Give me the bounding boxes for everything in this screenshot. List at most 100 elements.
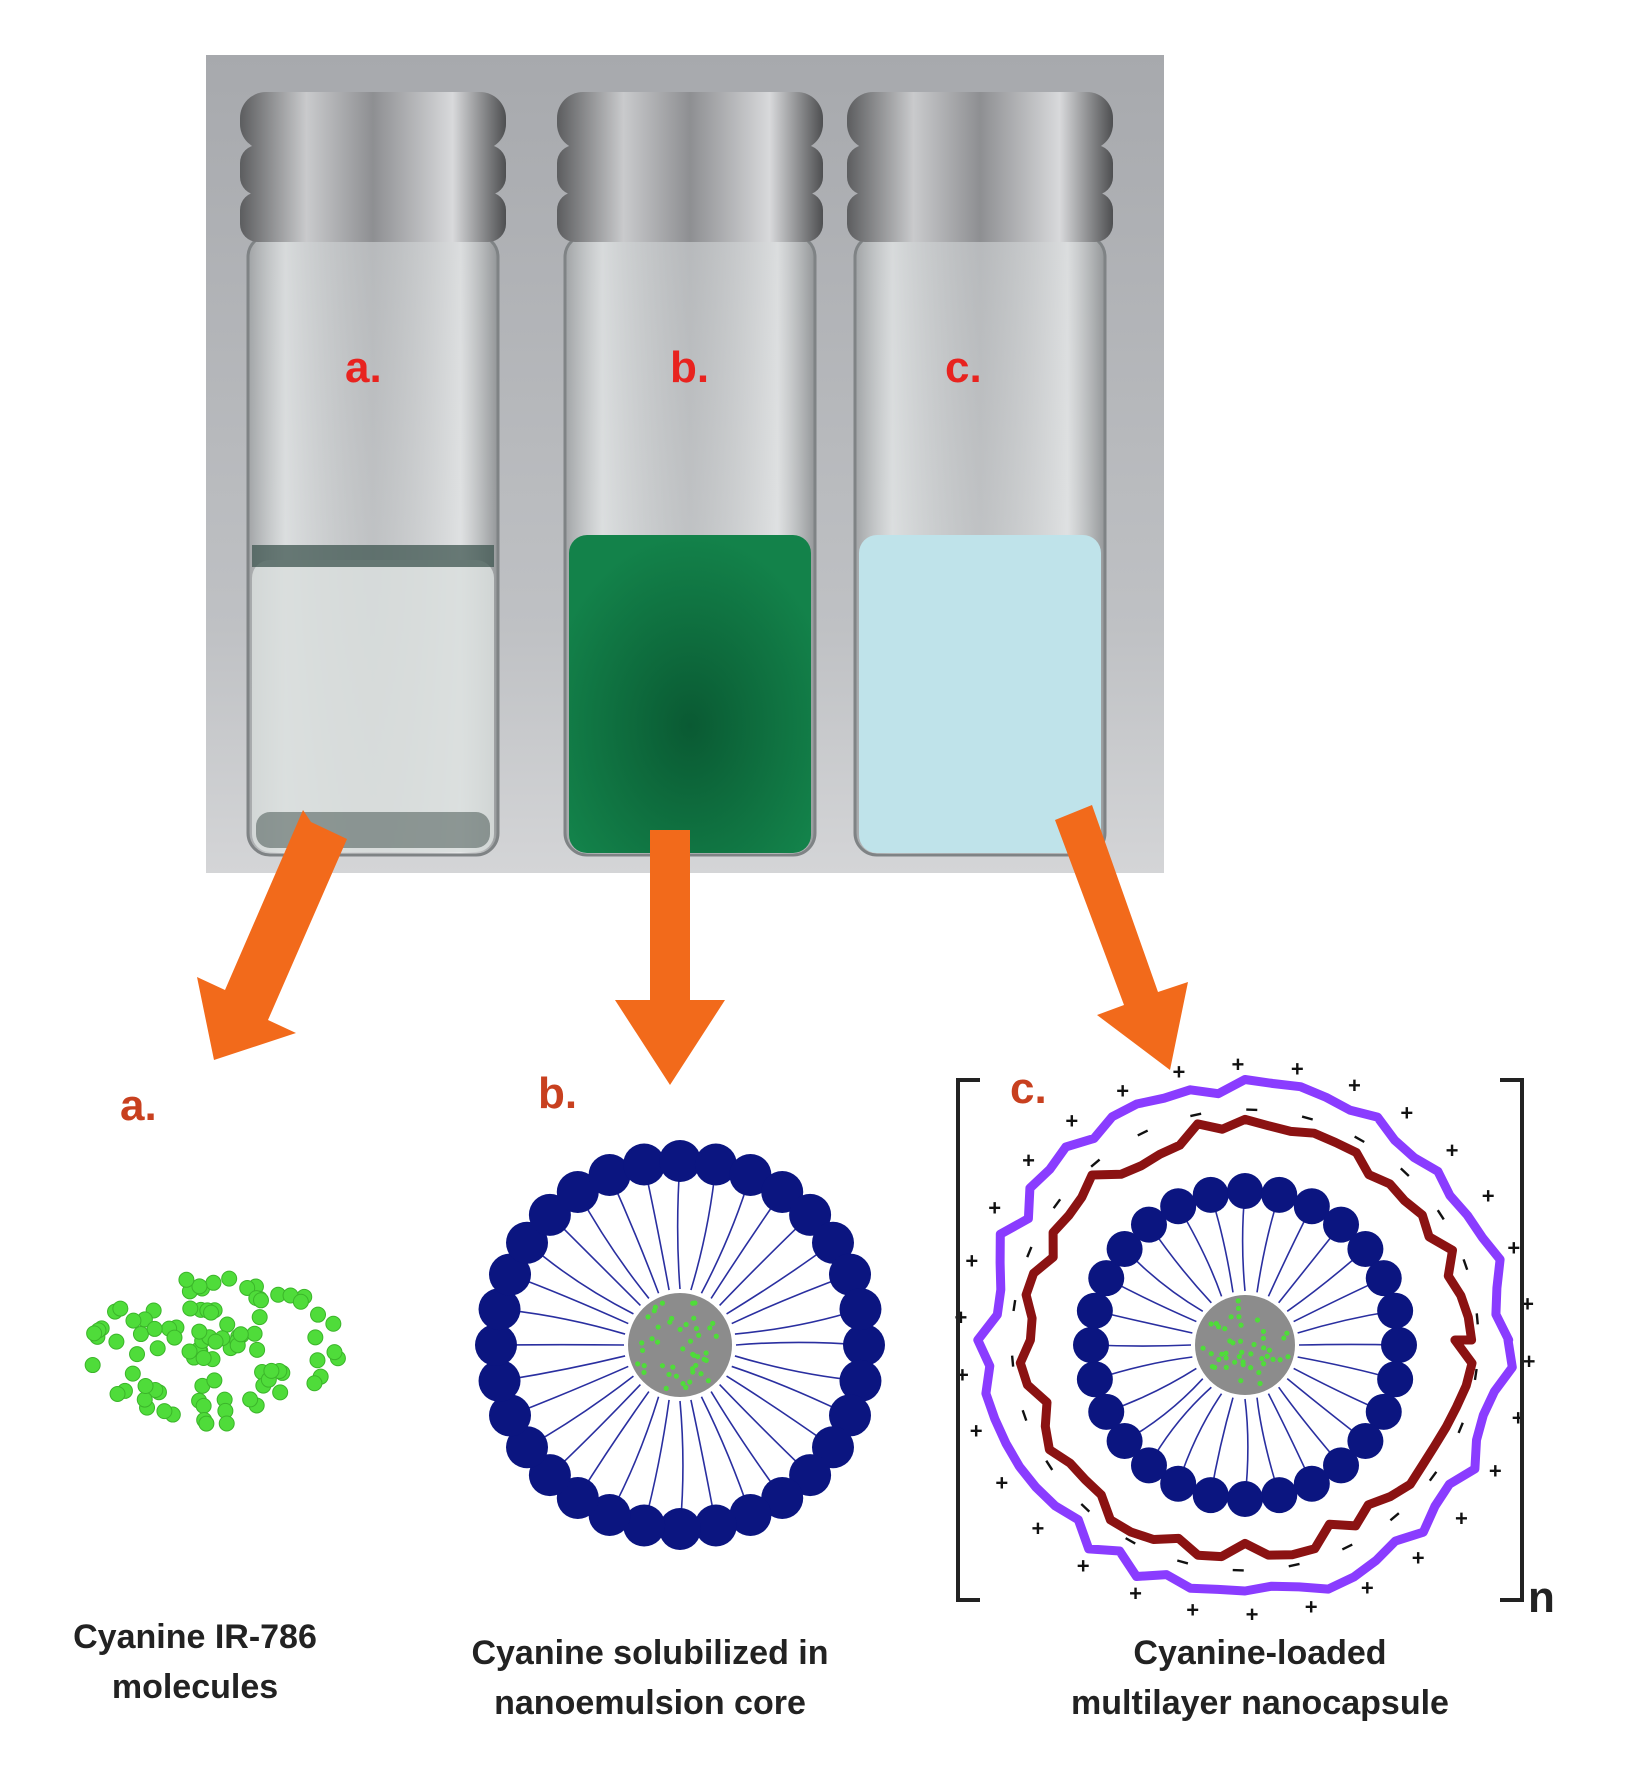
core-cyanine-molecule: [698, 1371, 704, 1377]
positive-charge: +: [1232, 1052, 1245, 1077]
negative-charge: −: [1427, 1202, 1455, 1226]
positive-charge: +: [1065, 1109, 1078, 1134]
positive-charge: +: [970, 1418, 983, 1443]
core-cyanine-molecule: [659, 1300, 666, 1306]
surfactant-head: [1377, 1361, 1414, 1398]
core-cyanine-molecule: [1235, 1298, 1241, 1304]
surfactant-head: [659, 1508, 701, 1550]
surfactant-head: [588, 1154, 631, 1197]
core-cyanine-molecule: [1200, 1345, 1206, 1351]
core-cyanine-molecule: [673, 1373, 679, 1379]
cyanine-molecule: [203, 1304, 220, 1321]
oil-core: [1195, 1295, 1295, 1395]
surfactant-head: [506, 1221, 549, 1264]
core-cyanine-molecule: [1223, 1350, 1229, 1356]
core-cyanine-molecule: [1228, 1314, 1234, 1320]
core-cyanine-molecule: [703, 1357, 709, 1363]
surfactant-head: [1088, 1260, 1125, 1297]
negative-charge: −: [1187, 1101, 1205, 1128]
surfactant-head: [1261, 1477, 1298, 1514]
cyanine-molecule: [178, 1271, 195, 1288]
cyanine-molecule: [181, 1343, 198, 1360]
surfactant-head: [1323, 1447, 1360, 1484]
cyanine-molecule: [86, 1325, 103, 1342]
negative-charge: −: [1298, 1104, 1317, 1132]
cyanine-molecule: [306, 1375, 323, 1392]
cyanine-molecule: [207, 1333, 224, 1350]
surfactant-head: [623, 1504, 666, 1547]
core-cyanine-molecule: [692, 1300, 698, 1306]
core-cyanine-molecule: [1223, 1364, 1229, 1371]
cyanine-molecule: [263, 1362, 280, 1379]
negative-charge: −: [1173, 1548, 1192, 1576]
core-cyanine-molecule: [1237, 1338, 1244, 1344]
surfactant-head: [789, 1193, 832, 1236]
surfactant-head: [811, 1221, 854, 1264]
cyanine-molecule: [325, 1315, 342, 1332]
surfactant-head: [1227, 1481, 1263, 1517]
core-cyanine-molecule: [654, 1339, 661, 1345]
cyanine-molecule: [125, 1312, 142, 1329]
positive-charge: +: [1291, 1057, 1304, 1082]
panel-a-label: a.: [120, 1081, 157, 1130]
vial-a-label: a.: [345, 343, 382, 392]
cyanine-molecule: [292, 1293, 309, 1310]
cyanine-molecule: [205, 1274, 222, 1291]
core-cyanine-molecule: [1259, 1356, 1265, 1362]
core-cyanine-molecule: [1238, 1322, 1244, 1328]
cyanine-molecule: [249, 1341, 266, 1358]
core-cyanine-molecule: [1212, 1364, 1218, 1370]
core-cyanine-molecule: [1285, 1354, 1291, 1360]
arrow-a: [197, 810, 347, 1060]
negative-charge: −: [1336, 1533, 1359, 1561]
core-cyanine-molecule: [677, 1326, 683, 1333]
surfactant-head: [478, 1359, 521, 1402]
core-cyanine-molecule: [1281, 1335, 1287, 1341]
core-cyanine-molecule: [1240, 1362, 1246, 1368]
positive-charge: +: [1482, 1184, 1495, 1209]
surfactant-head: [1323, 1206, 1360, 1243]
surfactant-head: [828, 1253, 871, 1296]
core-cyanine-molecule: [1264, 1353, 1270, 1359]
core-cyanine-molecule: [1208, 1321, 1214, 1327]
negative-charge: −: [1001, 1297, 1028, 1313]
negative-charge: −: [999, 1354, 1025, 1369]
surfactant-head: [789, 1454, 832, 1497]
surfactant-head: [1160, 1465, 1197, 1502]
core-cyanine-molecule: [1260, 1335, 1267, 1341]
cyanine-molecule: [272, 1384, 289, 1401]
cyanine-molecule: [156, 1403, 173, 1420]
arrow-b: [615, 830, 725, 1085]
cyanine-molecule-cluster: [84, 1270, 346, 1432]
surfactant-head: [506, 1426, 549, 1469]
surfactant-head: [1261, 1176, 1298, 1213]
surfactant-head: [556, 1171, 599, 1214]
negative-charge: −: [1231, 1558, 1245, 1583]
surfactant-head: [623, 1143, 666, 1186]
cyanine-molecule: [198, 1415, 215, 1432]
surfactant-head: [694, 1143, 737, 1186]
positive-charge: +: [1507, 1236, 1520, 1261]
core-cyanine-molecule: [689, 1366, 696, 1372]
surfactant-head: [1106, 1423, 1143, 1460]
core-cyanine-molecule: [639, 1347, 646, 1354]
core-cyanine-molecule: [1251, 1341, 1257, 1348]
caption-c: Cyanine-loaded multilayer nanocapsule: [1005, 1628, 1515, 1728]
surfactant-head: [1377, 1292, 1414, 1329]
core-cyanine-molecule: [696, 1332, 702, 1338]
cyanine-molecule: [191, 1323, 208, 1340]
cyanine-molecule: [326, 1344, 343, 1361]
negative-charge: −: [1464, 1311, 1490, 1326]
surfactant-head: [528, 1454, 571, 1497]
surfactant-head: [556, 1476, 599, 1519]
surfactant-head: [659, 1140, 701, 1182]
surfactant-head: [729, 1154, 772, 1197]
vial-c: c.: [847, 92, 1113, 857]
core-cyanine-molecule: [693, 1326, 700, 1332]
oil-core: [628, 1293, 732, 1397]
surfactant-head: [828, 1394, 871, 1437]
cyanine-molecule: [251, 1309, 268, 1326]
cyanine-molecule: [221, 1270, 238, 1287]
nanocapsule-core-droplet: [1073, 1173, 1417, 1517]
negative-charge: −: [1245, 1097, 1259, 1122]
